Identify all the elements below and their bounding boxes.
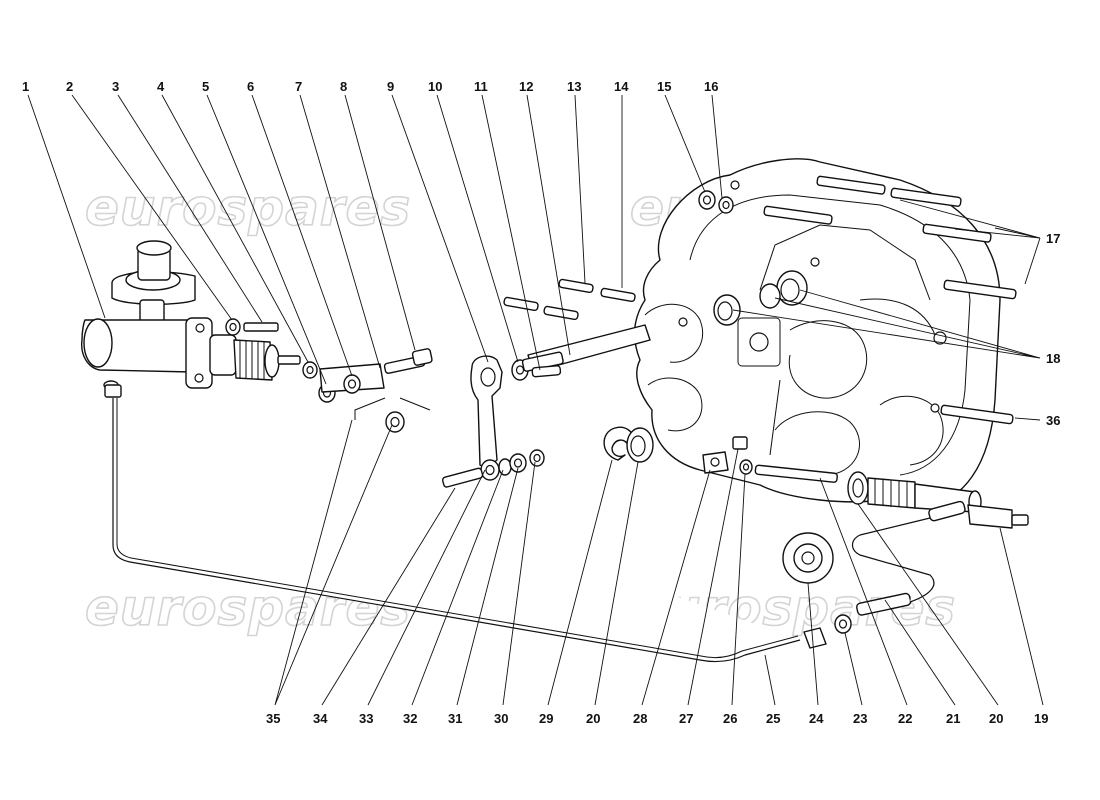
callout-7: 7	[295, 79, 302, 94]
callout-24: 24	[809, 711, 824, 726]
callout-20-b: 20	[989, 711, 1003, 726]
clutch-lever	[441, 355, 503, 488]
shaft-10-11-12	[511, 324, 651, 381]
callout-27: 27	[679, 711, 693, 726]
callout-8: 8	[340, 79, 347, 94]
pushrod-22	[754, 464, 838, 483]
callouts-right: 17 18 36	[1046, 231, 1060, 428]
callout-1: 1	[22, 79, 29, 94]
pipe-union-hose	[782, 500, 966, 649]
callout-15: 15	[657, 79, 671, 94]
master-cylinder	[81, 240, 301, 390]
callout-30: 30	[494, 711, 508, 726]
callout-22: 22	[898, 711, 912, 726]
nut-washer-15-16	[698, 190, 734, 214]
callout-17: 17	[1046, 231, 1060, 246]
callout-18: 18	[1046, 351, 1060, 366]
callout-25: 25	[766, 711, 780, 726]
callout-5: 5	[202, 79, 209, 94]
callout-33: 33	[359, 711, 373, 726]
callout-6: 6	[247, 79, 254, 94]
part-35-group	[354, 397, 431, 433]
callouts-top: 1 2 3 4 5 6 7 8 9 10 11 12 13 14 15 16	[22, 79, 718, 94]
callout-21: 21	[946, 711, 960, 726]
callout-23: 23	[853, 711, 867, 726]
stud-36	[940, 404, 1014, 425]
callout-2: 2	[66, 79, 73, 94]
studs-17	[763, 175, 1017, 300]
callout-35: 35	[266, 711, 280, 726]
callout-20-a: 20	[586, 711, 600, 726]
pins-13-14	[503, 278, 636, 321]
callout-11: 11	[474, 79, 488, 94]
watermark-top-left: eurospares	[85, 179, 411, 237]
leader-lines	[27, 94, 1044, 706]
callout-13: 13	[567, 79, 581, 94]
callout-29: 29	[539, 711, 553, 726]
bushings-18	[713, 270, 808, 326]
callout-31: 31	[448, 711, 462, 726]
callout-9: 9	[387, 79, 394, 94]
callout-14: 14	[614, 79, 629, 94]
callout-3: 3	[112, 79, 119, 94]
parts-26-29	[603, 426, 753, 475]
callout-28: 28	[633, 711, 647, 726]
callout-36: 36	[1046, 413, 1060, 428]
callout-10: 10	[428, 79, 442, 94]
callout-26: 26	[723, 711, 737, 726]
pivot-washers-30-33	[498, 449, 545, 476]
callout-32: 32	[403, 711, 417, 726]
slave-cylinder	[847, 471, 1029, 529]
callout-4: 4	[157, 79, 165, 94]
callout-34: 34	[313, 711, 328, 726]
callouts-bottom: 35 34 33 32 31 30 29 20 28 27 26 25 24 2…	[266, 711, 1048, 726]
master-cylinder-fittings	[225, 318, 433, 403]
callout-12: 12	[519, 79, 533, 94]
callout-19: 19	[1034, 711, 1048, 726]
bellhousing	[633, 158, 1001, 506]
callout-16: 16	[704, 79, 718, 94]
